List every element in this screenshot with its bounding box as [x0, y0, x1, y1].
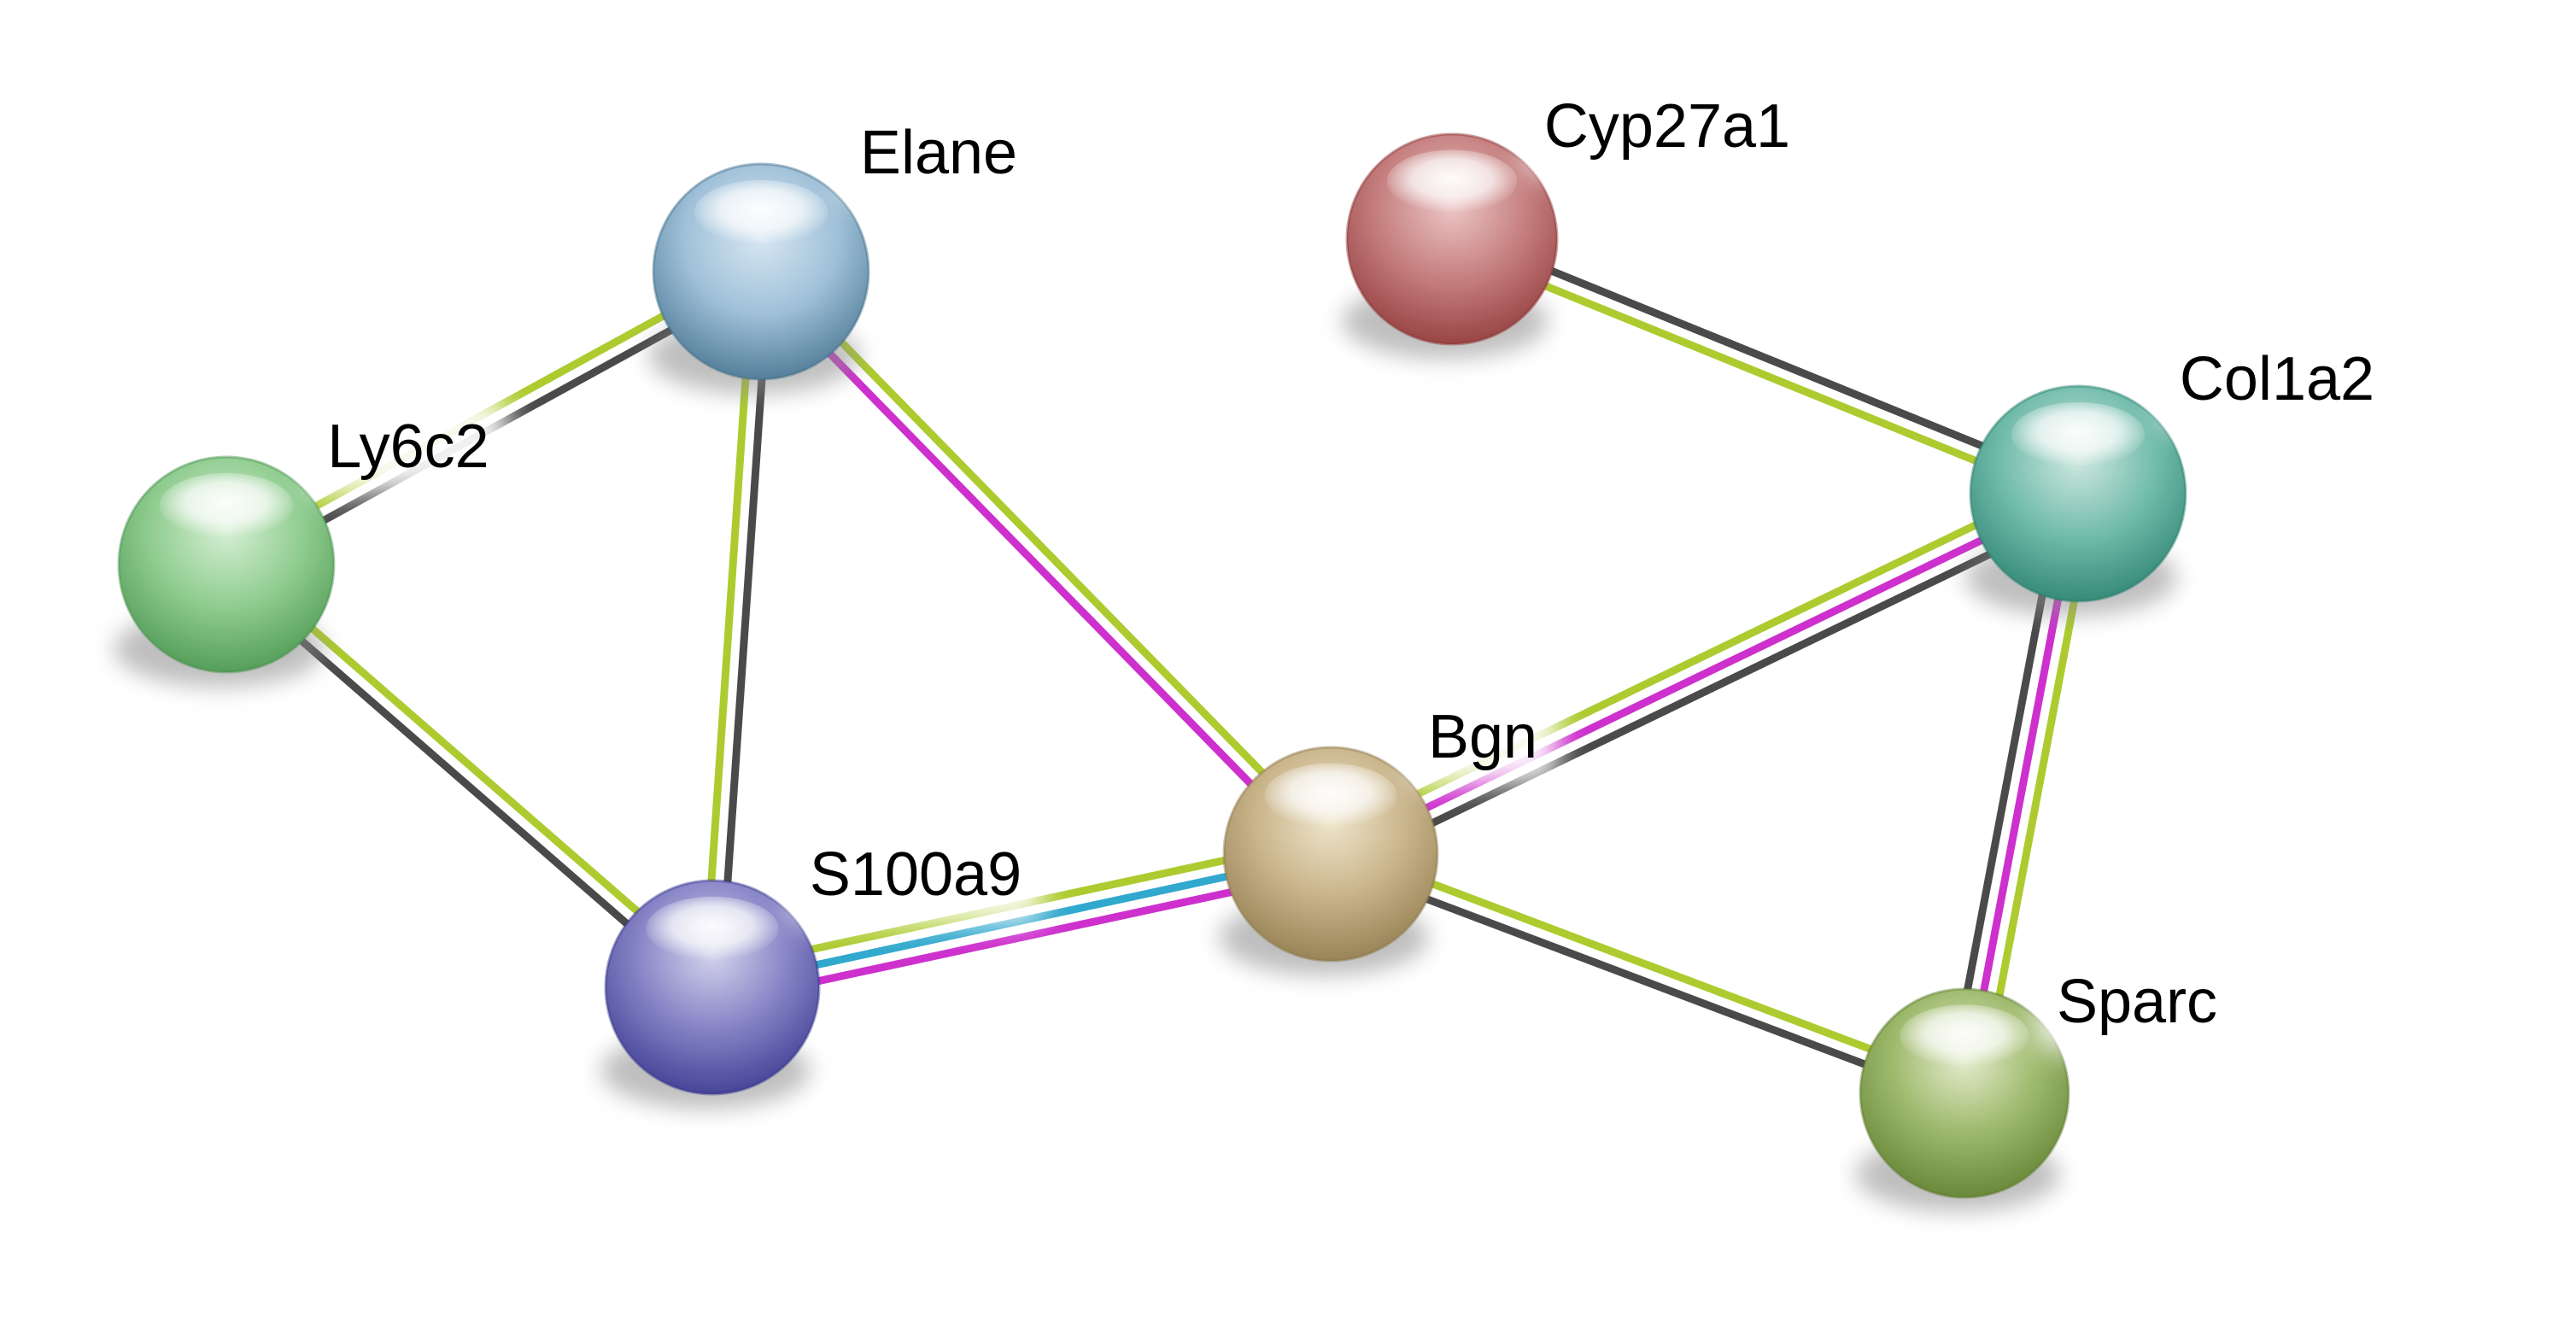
node-ly6c2[interactable]	[114, 455, 336, 688]
node-gloss-highlight	[646, 896, 779, 961]
node-label-col1a2: Col1a2	[2180, 345, 2374, 413]
nodes-layer	[114, 132, 2187, 1213]
edges-layer	[218, 228, 2099, 1105]
node-label-elane: Elane	[860, 119, 1017, 187]
node-elane[interactable]	[648, 162, 870, 395]
edge-bgn-col1a2-experiments[interactable]	[1329, 489, 2080, 858]
node-label-cyp27a1: Cyp27a1	[1544, 92, 1790, 161]
label-halo-elane	[839, 103, 1039, 202]
node-bgn[interactable]	[1219, 746, 1439, 976]
node-label-s100a9: S100a9	[810, 840, 1022, 909]
label-halo-col1a2	[2158, 330, 2396, 428]
label-halo-cyp27a1	[1523, 77, 1812, 175]
node-label-ly6c2: Ly6c2	[327, 413, 489, 481]
edge-bgn-sparc-textmining[interactable]	[1332, 842, 1969, 1090]
node-gloss-highlight	[694, 179, 828, 245]
edge-bgn-col1a2-textmining[interactable]	[1321, 475, 2073, 843]
node-gloss-highlight	[2011, 401, 2146, 467]
edge-elane-bgn-textmining[interactable]	[764, 263, 1340, 852]
node-gloss-highlight	[1900, 1004, 2029, 1068]
edge-elane-bgn-experiments[interactable]	[752, 274, 1328, 863]
node-gloss-highlight	[1386, 149, 1518, 214]
node-sparc[interactable]	[1855, 987, 2070, 1213]
label-halo-sparc	[2035, 952, 2239, 1051]
node-cyp27a1[interactable]	[1342, 132, 1559, 360]
node-gloss-highlight	[1264, 763, 1397, 828]
node-gloss-highlight	[159, 472, 294, 538]
edge-cyp27a1-col1a2-coexpression[interactable]	[1453, 228, 2083, 490]
label-halo-ly6c2	[307, 397, 510, 495]
edge-cyp27a1-col1a2-textmining[interactable]	[1447, 243, 2077, 505]
node-s100a9[interactable]	[600, 879, 821, 1109]
label-halo-bgn	[1407, 688, 1559, 786]
label-halo-s100a9	[788, 825, 1043, 923]
node-label-bgn: Bgn	[1428, 703, 1537, 771]
node-col1a2[interactable]	[1965, 384, 2187, 617]
edge-ly6c2-s100a9-textmining[interactable]	[229, 555, 721, 985]
node-label-sparc: Sparc	[2057, 968, 2217, 1036]
edge-bgn-col1a2-coexpression[interactable]	[1336, 505, 2087, 873]
edge-bgn-sparc-coexpression[interactable]	[1326, 858, 1964, 1105]
